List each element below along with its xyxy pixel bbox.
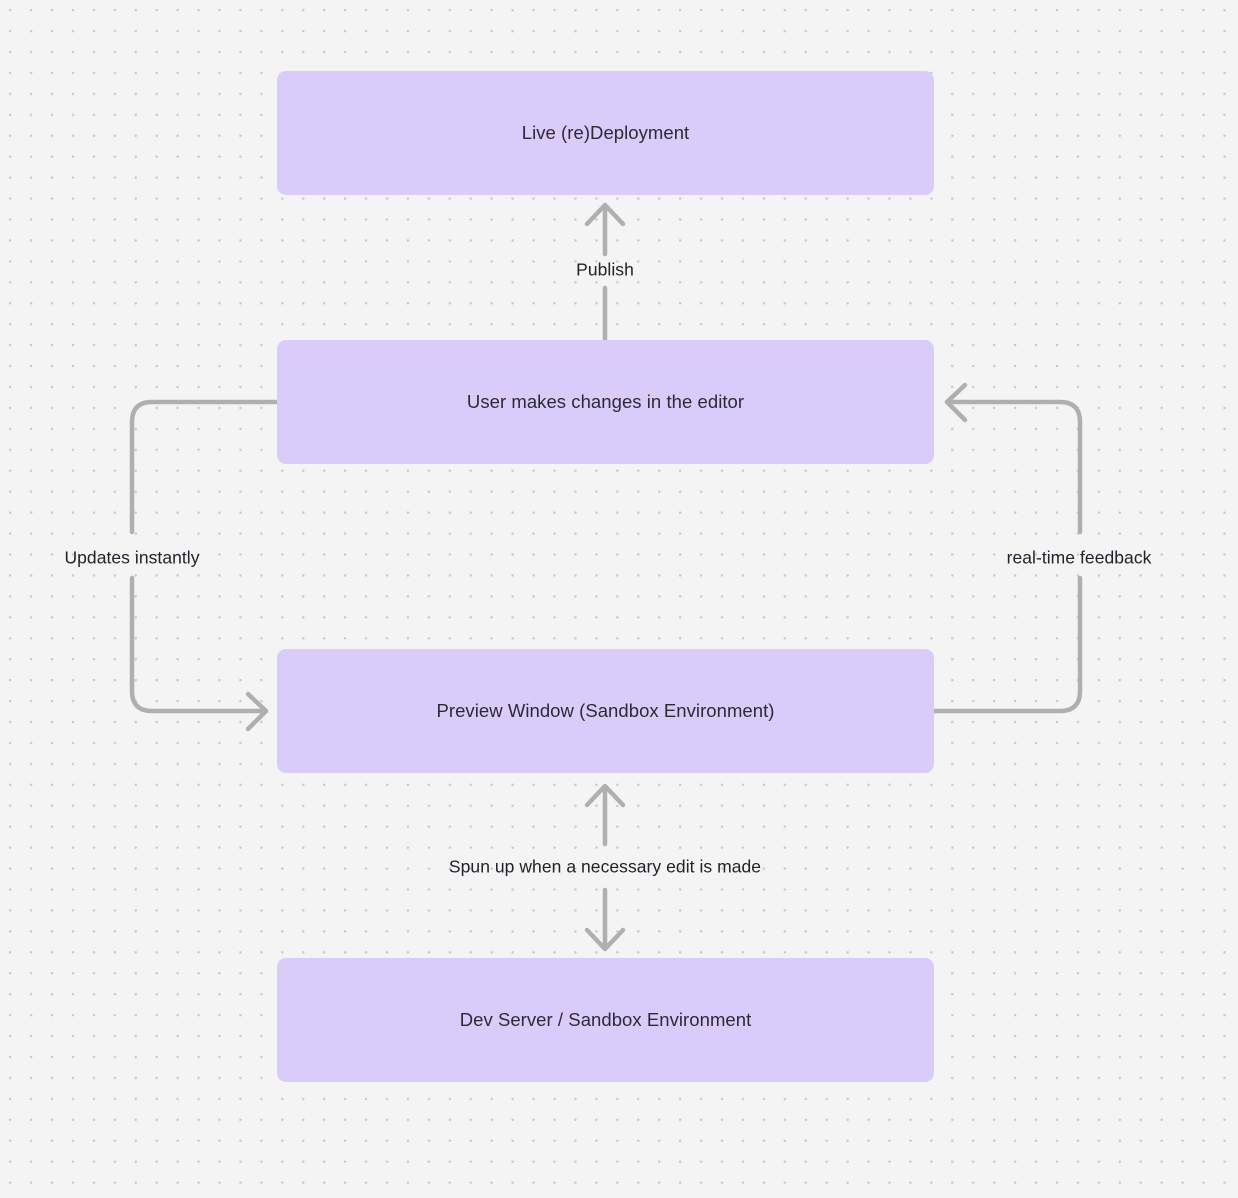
node-preview-window[interactable]: Preview Window (Sandbox Environment) — [277, 649, 934, 773]
node-dev-server[interactable]: Dev Server / Sandbox Environment — [277, 958, 934, 1082]
node-user-makes-changes[interactable]: User makes changes in the editor — [277, 340, 934, 464]
edge-label-spun-up[interactable]: Spun up when a necessary edit is made — [448, 856, 762, 877]
node-label: Dev Server / Sandbox Environment — [459, 1009, 752, 1031]
edge-publish-arrowhead — [584, 202, 626, 227]
edge-label-publish[interactable]: Publish — [576, 259, 634, 280]
edge-label-updates-instantly[interactable]: Updates instantly — [64, 547, 200, 568]
node-label: Preview Window (Sandbox Environment) — [436, 700, 775, 722]
edge-spunup-arrowhead-up — [584, 783, 626, 808]
edge-updates-arrowhead — [245, 691, 269, 732]
edge-realtime-arrowhead — [944, 382, 968, 423]
node-live-redeployment[interactable]: Live (re)Deployment — [277, 71, 934, 195]
edge-label-real-time-feedback[interactable]: real-time feedback — [1006, 547, 1152, 568]
node-label: Live (re)Deployment — [521, 122, 690, 144]
edge-spunup-arrowhead-down — [584, 927, 626, 952]
node-label: User makes changes in the editor — [466, 391, 745, 413]
